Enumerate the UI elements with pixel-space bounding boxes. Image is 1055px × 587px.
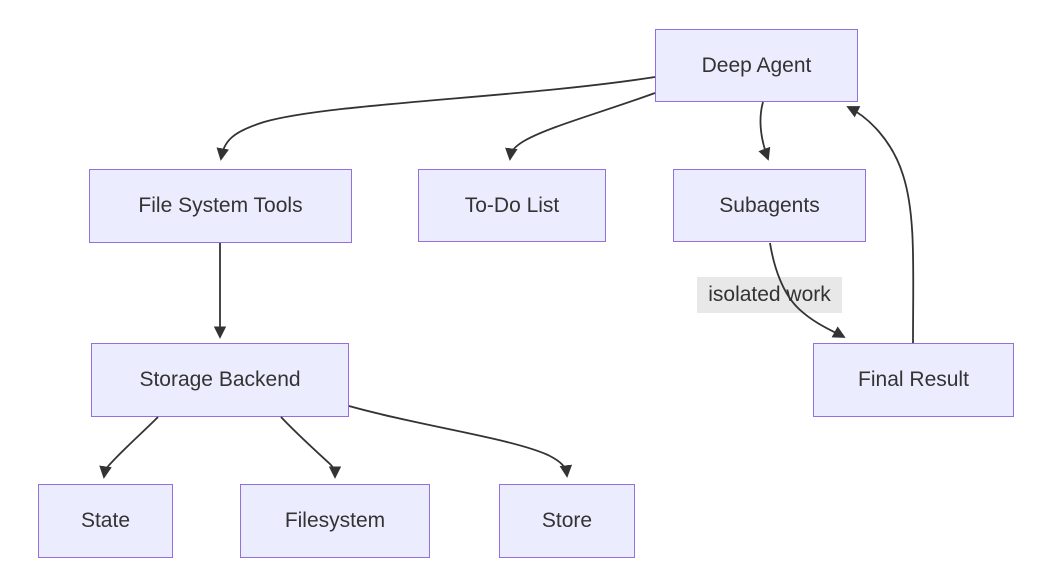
- node-state: State: [38, 484, 173, 558]
- node-storage-backend-label: Storage Backend: [139, 368, 301, 391]
- node-file-system-tools-label: File System Tools: [138, 194, 303, 217]
- edge-label-isolated-work: isolated work: [697, 277, 842, 313]
- node-state-label: State: [80, 509, 131, 532]
- edge-storage-backend-to-state: [99, 416, 159, 479]
- node-subagents-label: Subagents: [719, 193, 820, 217]
- node-file-system-tools: File System Tools: [89, 169, 352, 243]
- node-deep-agent: Deep Agent: [655, 29, 858, 102]
- edge-deep-agent-to-file-system-tools: [216, 76, 656, 161]
- edge-deep-agent-to-todo-list: [505, 92, 656, 161]
- edge-label-isolated-work-text: isolated work: [708, 283, 831, 306]
- node-deep-agent-label: Deep Agent: [701, 53, 812, 77]
- edge-storage-backend-to-filesystem: [280, 416, 342, 479]
- node-store: Store: [499, 484, 635, 558]
- node-store-label: Store: [541, 509, 593, 532]
- node-subagents: Subagents: [673, 169, 866, 242]
- node-final-result: Final Result: [813, 343, 1014, 417]
- edge-storage-backend-to-store: [348, 405, 573, 478]
- edge-deep-agent-to-subagents: [758, 101, 771, 161]
- node-storage-backend: Storage Backend: [91, 343, 349, 417]
- node-todo-list: To-Do List: [418, 169, 606, 242]
- node-filesystem: Filesystem: [240, 484, 430, 558]
- node-todo-list-label: To-Do List: [464, 193, 560, 217]
- node-final-result-label: Final Result: [858, 368, 969, 391]
- node-filesystem-label: Filesystem: [284, 509, 386, 532]
